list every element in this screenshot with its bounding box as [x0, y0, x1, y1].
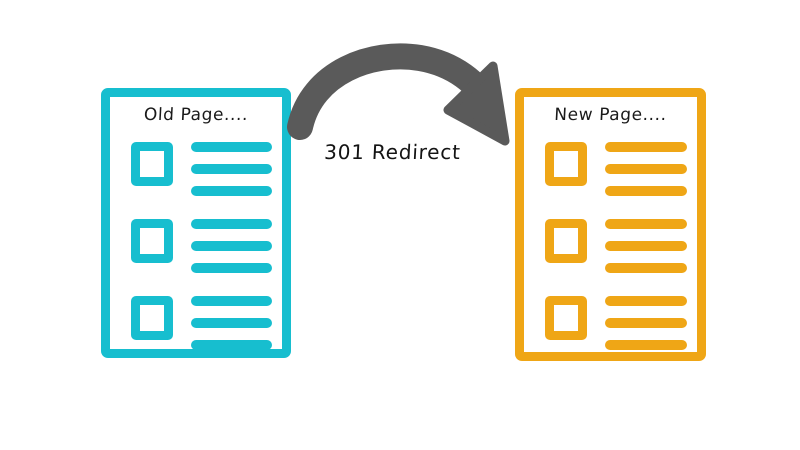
- old-page-row: [110, 289, 282, 350]
- old-page-rows: [110, 135, 282, 350]
- text-line-bar: [605, 219, 687, 229]
- new-page-row: [524, 135, 697, 196]
- old-page-row-lines: [191, 219, 272, 273]
- text-line-bar: [605, 263, 687, 273]
- old-page-card: Old Page....: [101, 88, 291, 358]
- text-line-bar: [191, 296, 272, 306]
- text-line-bar: [191, 263, 272, 273]
- text-line-bar: [191, 142, 272, 152]
- square-placeholder-icon: [545, 296, 587, 340]
- square-placeholder-icon: [131, 142, 173, 186]
- text-line-bar: [605, 318, 687, 328]
- old-page-row-lines: [191, 296, 272, 350]
- new-page-row-lines: [605, 296, 687, 350]
- text-line-bar: [605, 142, 687, 152]
- text-line-bar: [605, 340, 687, 350]
- redirect-label: 301 Redirect: [323, 140, 462, 164]
- new-page-row-lines: [605, 219, 687, 273]
- new-page-title: New Page....: [553, 105, 668, 125]
- square-placeholder-icon: [131, 296, 173, 340]
- text-line-bar: [191, 318, 272, 328]
- text-line-bar: [605, 186, 687, 196]
- old-page-row: [110, 135, 282, 196]
- text-line-bar: [191, 219, 272, 229]
- square-placeholder-icon: [131, 219, 173, 263]
- text-line-bar: [191, 164, 272, 174]
- new-page-row: [524, 212, 697, 273]
- new-page-rows: [524, 135, 697, 350]
- text-line-bar: [191, 241, 272, 251]
- new-page-card: New Page....: [515, 88, 706, 361]
- old-page-title: Old Page....: [143, 105, 249, 125]
- square-placeholder-icon: [545, 142, 587, 186]
- new-page-row-lines: [605, 142, 687, 196]
- text-line-bar: [191, 186, 272, 196]
- old-page-row-lines: [191, 142, 272, 196]
- text-line-bar: [605, 296, 687, 306]
- new-page-row: [524, 289, 697, 350]
- text-line-bar: [605, 241, 687, 251]
- text-line-bar: [191, 340, 272, 350]
- text-line-bar: [605, 164, 687, 174]
- square-placeholder-icon: [545, 219, 587, 263]
- old-page-row: [110, 212, 282, 273]
